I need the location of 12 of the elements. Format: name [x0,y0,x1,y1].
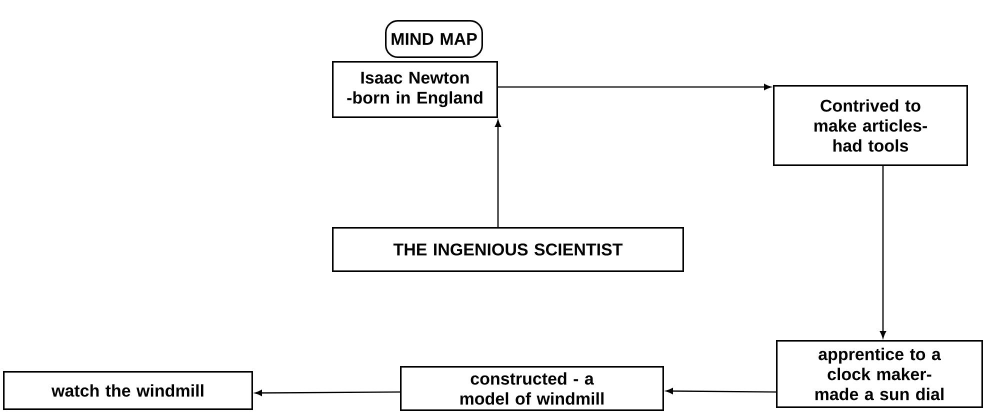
text-box: Contrived to make articles- had tools [773,85,968,166]
arrow [495,120,501,227]
text-box: Isaac Newton -born in England [332,61,498,118]
arrow [498,84,772,90]
arrow [254,390,400,396]
arrow [880,166,886,338]
arrow [666,388,776,394]
text-box: watch the windmill [3,371,254,410]
text-box: apprentice to a clock maker- made a sun dial [776,340,983,408]
text-box: constructed - a model of windmill [400,366,664,411]
text-box: THE INGENIOUS SCIENTIST [332,226,684,272]
title-box: MIND MAP [385,20,483,58]
